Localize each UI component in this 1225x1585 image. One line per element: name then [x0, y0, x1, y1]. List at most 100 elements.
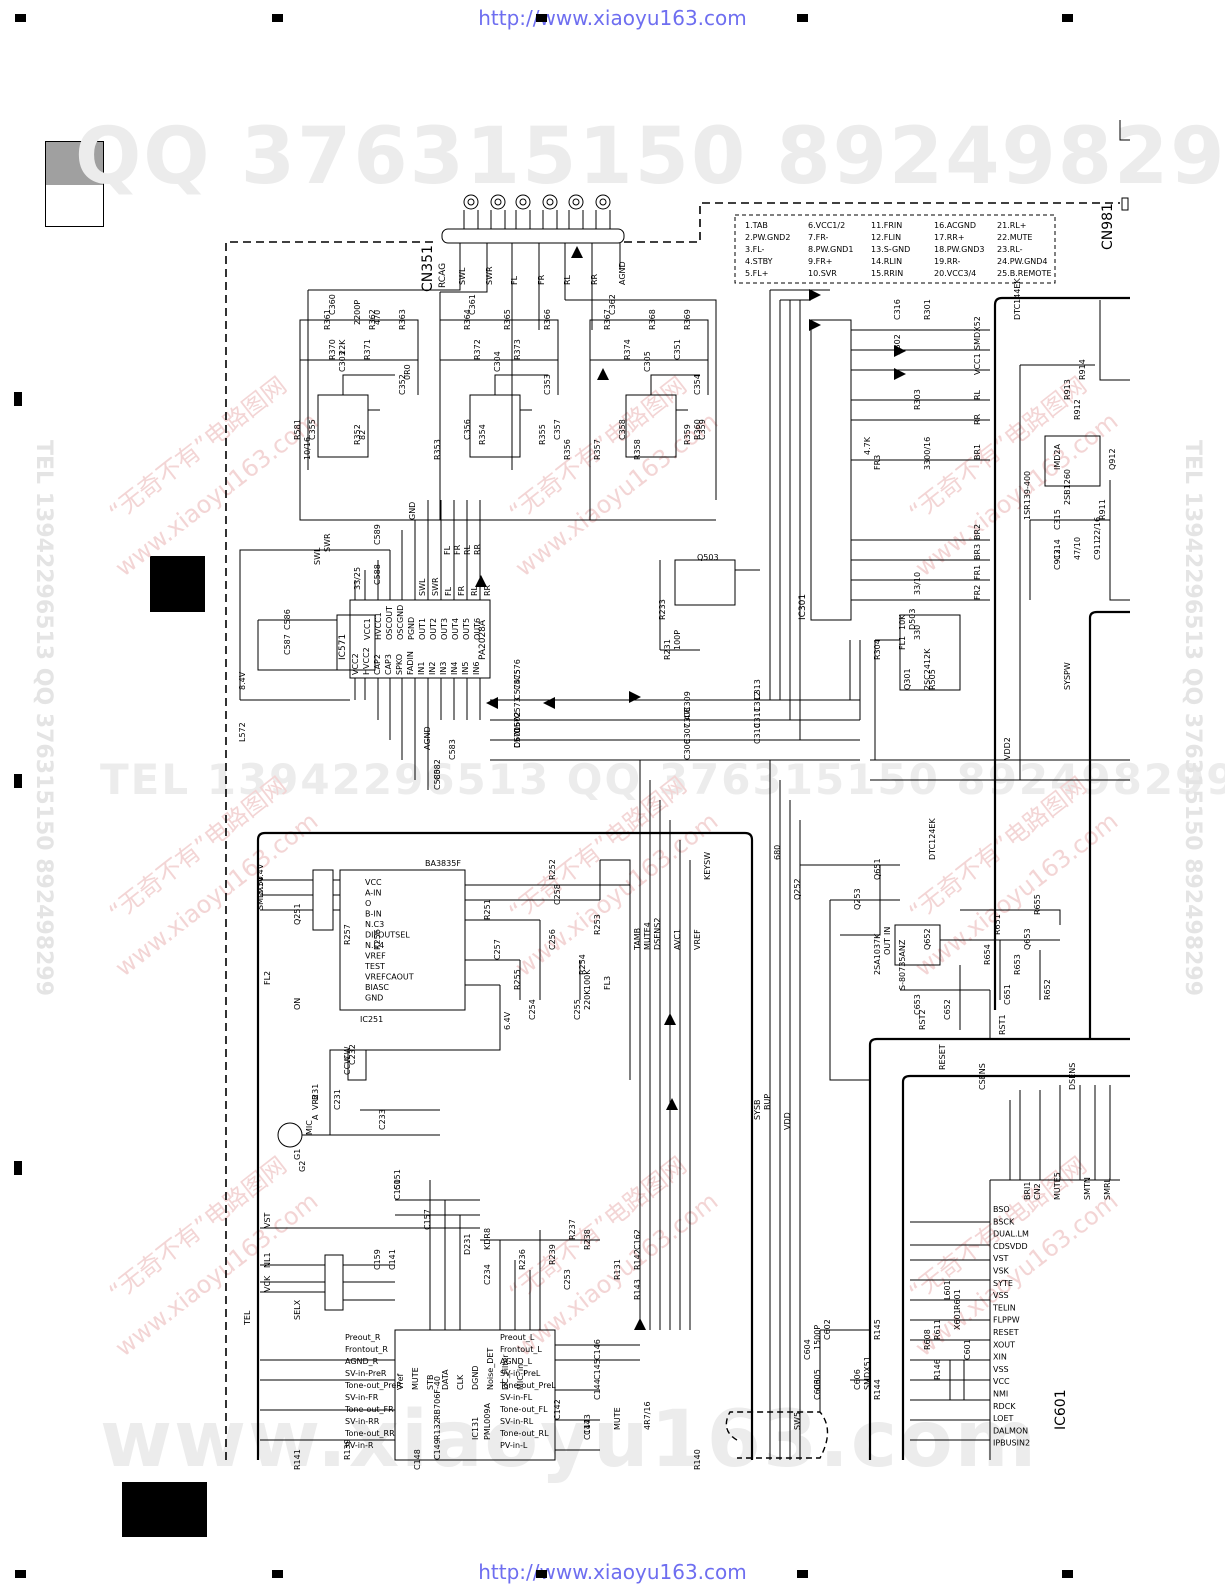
- component-ref-label: C605: [813, 1369, 822, 1390]
- component-ref-label: C311: [753, 707, 762, 728]
- ic131-pin-label: SV-in-RR: [345, 1417, 380, 1426]
- ba3835f-pin-label: VCC: [365, 878, 382, 887]
- net-label: SELX: [293, 1299, 302, 1320]
- ic601-pin-label: RDCK: [993, 1402, 1016, 1411]
- component-ref-label: R239: [548, 1244, 557, 1265]
- component-ref-label: L601: [943, 1280, 952, 1300]
- net-label: MUTE5: [1053, 1172, 1062, 1200]
- ic131-pin-label: CLK: [456, 1374, 465, 1390]
- ic131-pin-label: PV-in-R: [345, 1441, 374, 1450]
- rca-jack: [463, 194, 479, 210]
- ic601-pin-label: SYTE: [993, 1279, 1013, 1288]
- pa2028a-pin-label: OSCGND: [396, 605, 405, 640]
- component-ref-label: C352: [398, 374, 407, 395]
- cn981-pin-label: 20.VCC3/4: [934, 269, 976, 278]
- pa2028a-pin-label: OSCOUT: [385, 606, 394, 640]
- component-ref-label: R146: [933, 1359, 942, 1380]
- cn981-connector: [1121, 197, 1129, 211]
- ic601-pin-label: RESET: [993, 1328, 1019, 1337]
- component-ref-label: R144: [873, 1379, 882, 1400]
- net-label: CN2: [1033, 1183, 1042, 1200]
- component-ref-label: Q252: [793, 878, 802, 900]
- component-ref-label: C313: [753, 679, 762, 700]
- component-ref-label: C359: [698, 419, 707, 440]
- component-value-label: 100P: [673, 630, 682, 650]
- cn981-pin-label: 12.FLIN: [871, 233, 901, 242]
- pa2028a-ic-body: [349, 599, 491, 679]
- net-label: RST1: [998, 1014, 1007, 1035]
- block-outline: [901, 1074, 1130, 1460]
- ic131-pin-label: Preout_R: [345, 1333, 381, 1342]
- ic131-pin-label: Noise_DET: [486, 1348, 495, 1390]
- component-ref-label: R373: [513, 339, 522, 360]
- ba3835f-pin-label: VREFCAOUT: [365, 973, 414, 982]
- registration-mark: [536, 1570, 547, 1578]
- component-ref-label: R253: [593, 914, 602, 935]
- component-ref-label: C146: [593, 1339, 602, 1360]
- registration-mark: [14, 1161, 22, 1175]
- component-value-label: 100K: [583, 969, 592, 990]
- misc-label: OUT: [883, 938, 892, 955]
- component-ref-label: R256: [373, 929, 382, 950]
- component-value-label: 22/16: [1093, 517, 1102, 540]
- component-ref-label: C351: [673, 339, 682, 360]
- ba3835f-pin-label: N.C3: [365, 920, 384, 929]
- ic601-pin-label: VST: [993, 1254, 1009, 1263]
- component-value-label: KDR8: [483, 1228, 492, 1250]
- signal-arrow: [571, 246, 583, 258]
- component-ref-label: C149: [433, 1439, 442, 1460]
- signal-arrow: [486, 697, 498, 709]
- ic601-pin-label: VSK: [993, 1267, 1010, 1276]
- component-ref-label: R238: [583, 1229, 592, 1250]
- ba3835f-pin-label: TEST: [364, 962, 385, 971]
- section-marker-block: [150, 556, 205, 612]
- ic131-pin-label: Preout_L: [500, 1333, 535, 1342]
- component-ref-label: D602: [513, 712, 522, 733]
- component-ref-label: R371: [363, 339, 372, 360]
- component-ref-label: R303: [913, 389, 922, 410]
- net-label: MUTE: [613, 1407, 622, 1430]
- ic251-label: IC251: [360, 1015, 383, 1024]
- ba3835f-ic-body: [339, 869, 466, 1011]
- q503-label: Q503: [697, 553, 719, 562]
- net-label: RESET: [938, 1044, 947, 1070]
- misc-label: CCW: [343, 1056, 352, 1075]
- component-ref-label: R911: [1098, 499, 1107, 520]
- net-label: RST2: [918, 1009, 927, 1030]
- component-value-label: 0R0: [403, 364, 412, 380]
- cn981-pin-label: 21.RL+: [997, 221, 1026, 230]
- component-ref-label: C601: [963, 1339, 972, 1360]
- net-label: ON: [293, 998, 302, 1010]
- component-ref-label: R131: [613, 1259, 622, 1280]
- cn981-pin-label: 24.PW.GND4: [997, 257, 1048, 266]
- pa2028a-label: PA2028A: [478, 619, 488, 660]
- ic601-pin-label: DUAL.LM: [993, 1230, 1029, 1239]
- net-label: VCK: [263, 1275, 272, 1292]
- pa2028a-pin-label: SPKO: [395, 654, 404, 675]
- rca-jack: [542, 194, 558, 210]
- component-value-label: DTC144EK: [1013, 278, 1022, 320]
- source-url-bottom: http://www.xiaoyu163.com: [478, 1560, 747, 1584]
- component-ref-label: R354: [478, 424, 487, 445]
- net-label: TAMB: [633, 928, 642, 951]
- ic131-pin-label: MIC_in: [516, 1364, 525, 1390]
- ic601-pin-label: TELIN: [992, 1303, 1016, 1312]
- cn351-pin-label: SWL: [458, 267, 467, 285]
- component-value-label: 3300/16: [923, 437, 932, 470]
- component-ref-label: C232: [348, 1044, 357, 1065]
- net-label: NL1: [263, 1252, 272, 1268]
- component-ref-label: R361: [323, 309, 332, 330]
- component-ref-label: C580: [433, 769, 442, 790]
- component-ref-label: R368: [648, 309, 657, 330]
- component-ref-label: X601: [953, 1309, 962, 1330]
- cn981-pin-label: 6.VCC1/2: [808, 221, 845, 230]
- rca-jack: [568, 194, 584, 210]
- component-ref-label: R360: [693, 419, 702, 440]
- ic131-pin-label: SV-in-PreL: [500, 1369, 541, 1378]
- cn981-pin-label: 17.RR+: [934, 233, 965, 242]
- component-ref-label: R601: [953, 1289, 962, 1310]
- component-value-label: 10/16: [303, 437, 312, 460]
- ic131-pin-label: Vref: [396, 1373, 405, 1390]
- net-label: KEYSW: [703, 852, 712, 880]
- net-label: BR3: [973, 544, 982, 560]
